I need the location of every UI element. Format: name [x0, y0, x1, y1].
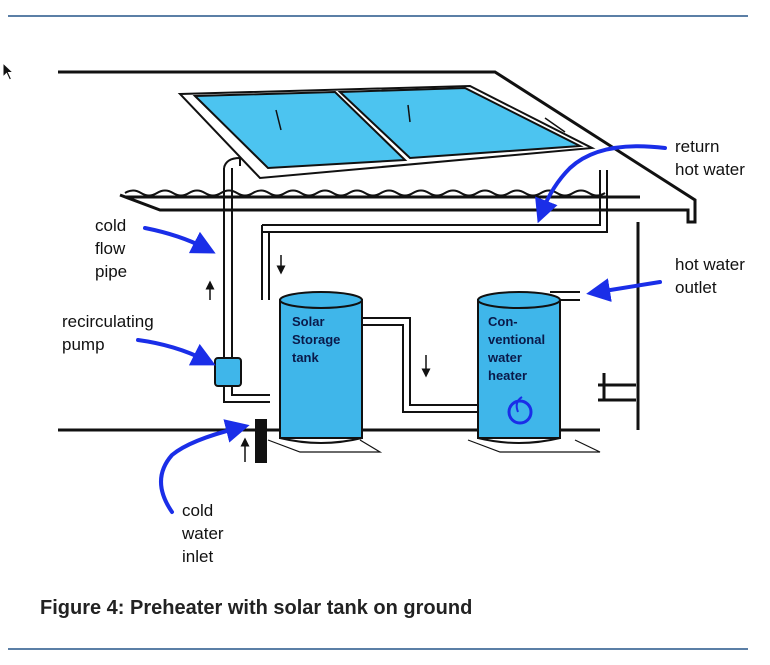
top-divider [8, 15, 748, 17]
piping [223, 156, 608, 463]
flow-arrows [205, 255, 431, 462]
solar-preheater-diagram: cold flow pipe recirculating pump cold w… [58, 70, 750, 566]
solar-collector-panels [177, 84, 596, 180]
label-hot-water-outlet: hot water outlet [675, 255, 750, 297]
label-recirculating-pump: recirculating pump [62, 312, 158, 354]
bottom-divider [8, 648, 748, 650]
roof-edge [124, 189, 606, 197]
solar-storage-tank [267, 291, 383, 453]
figure-caption: Figure 4: Preheater with solar tank on g… [40, 597, 473, 619]
label-cold-flow-pipe: cold flow pipe [95, 216, 131, 281]
pointer-arrows [136, 144, 667, 514]
mouse-cursor-icon [2, 62, 15, 81]
label-solar-storage-tank: Solar Storage tank [292, 314, 344, 365]
label-conventional-water-heater: Con- ventional water heater [487, 314, 549, 383]
recirculating-pump-body [214, 357, 242, 387]
conventional-water-heater [467, 291, 601, 453]
label-return-hot-water: return hot water [675, 137, 745, 179]
burner-flame-icon [507, 399, 533, 425]
label-cold-water-inlet: cold water inlet [181, 501, 228, 566]
